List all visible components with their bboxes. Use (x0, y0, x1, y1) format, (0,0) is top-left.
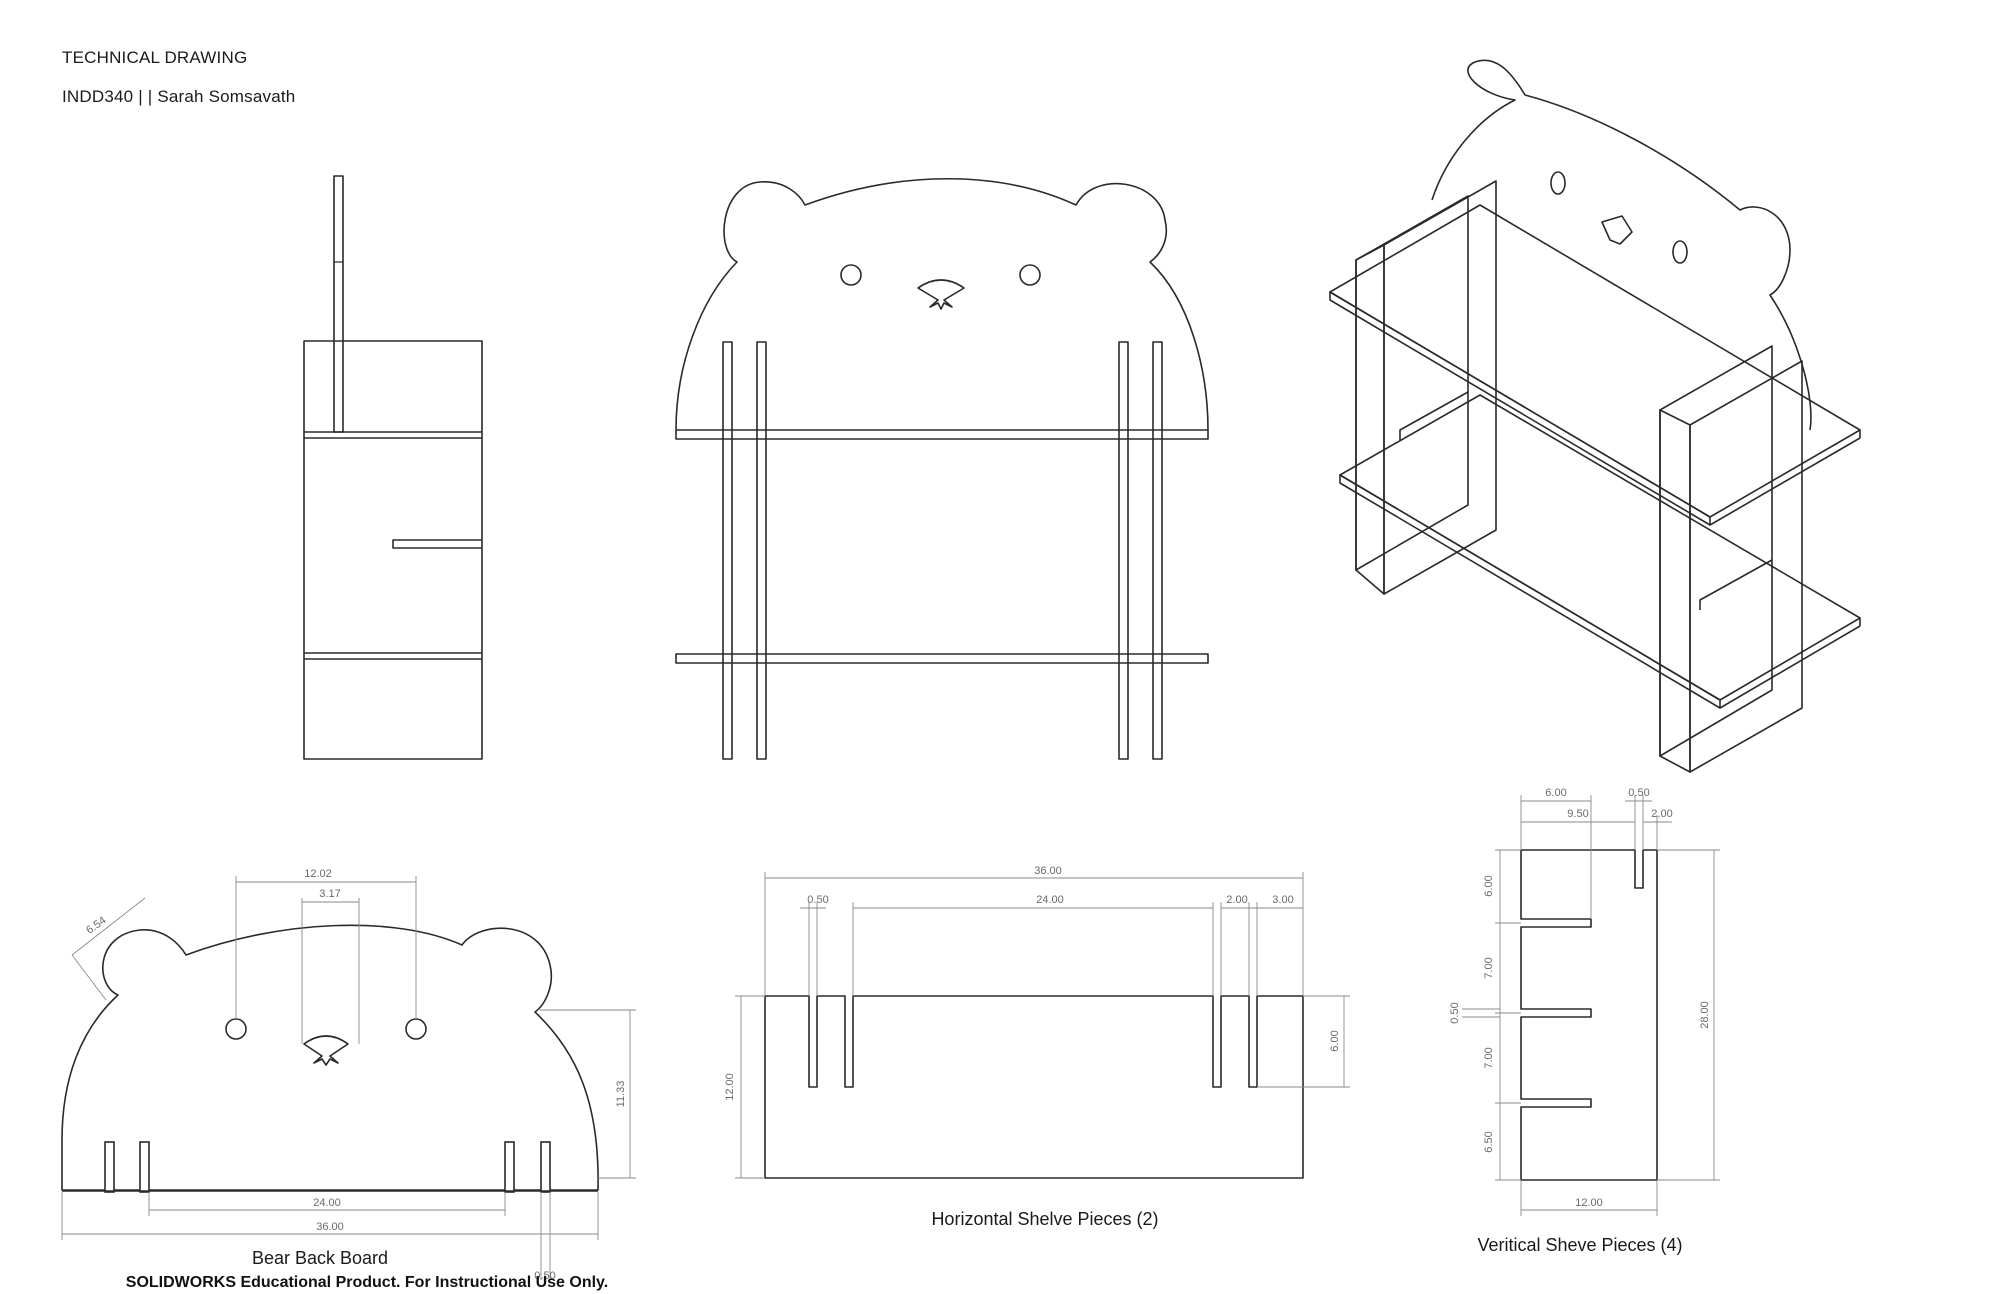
drawing-subtitle: INDD340 | | Sarah Somsavath (62, 87, 296, 106)
dim-vert-top-c: 9.50 (1567, 808, 1588, 820)
dim-vert-seg2: 7.00 (1483, 957, 1495, 978)
vertical-shelf-view: 6.00 0.50 9.50 2.00 6.00 7.00 0.50 7.00 … (1449, 787, 1720, 1255)
dim-shelf-width: 36.00 (1034, 865, 1062, 877)
dim-ear-radius: 6.54 (84, 914, 108, 936)
dim-vert-seg1: 6.00 (1483, 875, 1495, 896)
dim-board-width: 36.00 (316, 1221, 344, 1233)
dim-vert-seg4: 6.50 (1483, 1131, 1495, 1152)
dim-board-height: 11.33 (615, 1081, 627, 1108)
front-view (675, 178, 1209, 760)
horizontal-shelf-view: 36.00 0.50 24.00 2.00 3.00 12.00 6.00 Ho… (724, 865, 1350, 1229)
dim-shelf-height: 12.00 (724, 1073, 736, 1101)
drawing-title: TECHNICAL DRAWING (62, 48, 248, 67)
dim-shelf-gap: 2.00 (1226, 894, 1247, 906)
dim-vert-height: 28.00 (1699, 1001, 1711, 1029)
watermark: SOLIDWORKS Educational Product. For Inst… (126, 1274, 608, 1291)
dim-vert-top-a: 6.00 (1545, 787, 1566, 799)
dim-slot-width: 0.50 (534, 1270, 555, 1282)
isometric-view (1329, 59, 1861, 773)
dim-vert-top-d: 2.00 (1651, 808, 1672, 820)
dim-shelf-slot-span: 24.00 (1036, 894, 1064, 906)
side-view (303, 175, 483, 760)
back-board-view: 12.02 3.17 6.54 11.33 24.00 36.00 0.50 B… (61, 868, 636, 1282)
caption-horizontal: Horizontal Shelve Pieces (2) (931, 1209, 1158, 1229)
dim-vert-top-b: 0.50 (1628, 787, 1649, 799)
caption-back-board: Bear Back Board (252, 1248, 388, 1268)
dim-vert-width: 12.00 (1575, 1197, 1603, 1209)
dim-slot-span: 24.00 (313, 1197, 341, 1209)
dim-shelf-slot-depth: 6.00 (1329, 1030, 1341, 1051)
dim-shelf-slot: 0.50 (807, 894, 828, 906)
dim-vert-seg3: 7.00 (1483, 1047, 1495, 1068)
caption-vertical: Veritical Sheve Pieces (4) (1477, 1235, 1682, 1255)
dim-shelf-edge: 3.00 (1272, 894, 1293, 906)
dim-vert-slot-gap: 0.50 (1449, 1002, 1461, 1023)
dim-nose-width: 3.17 (319, 888, 340, 900)
dim-eye-span: 12.02 (304, 868, 332, 880)
